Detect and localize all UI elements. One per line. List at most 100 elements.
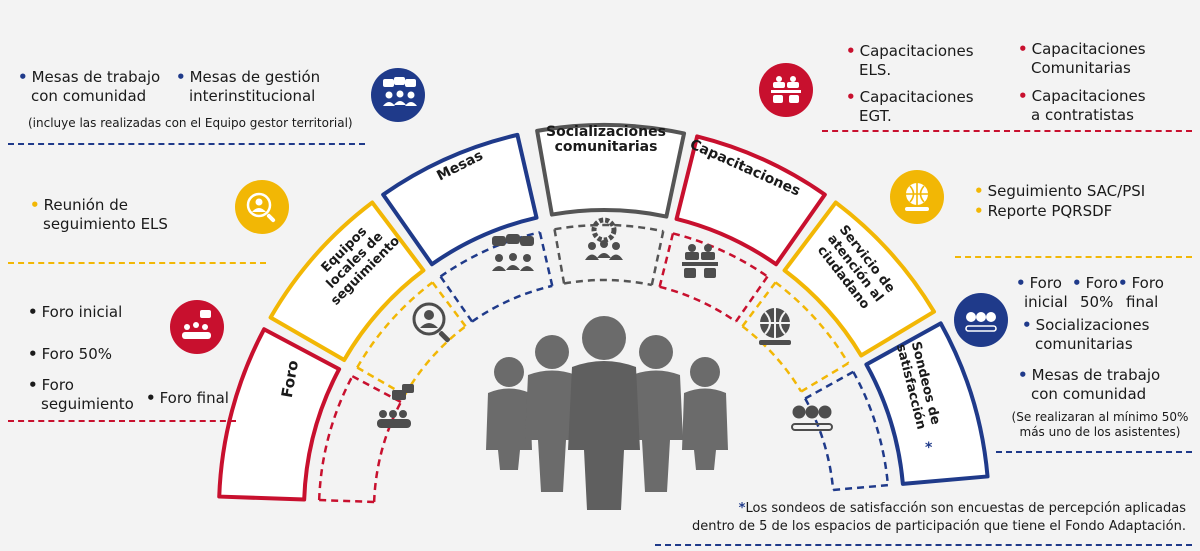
cap-item-contratistas-l2: a contratistas — [1031, 106, 1134, 124]
cap-item-els-l2: ELS. — [859, 61, 892, 79]
dashed-ring-edge-start-equipos — [431, 281, 467, 328]
inner-icon-foro — [377, 384, 414, 428]
arch-segment-equipos — [268, 200, 426, 362]
bullet: • — [1072, 274, 1082, 292]
badge-sondeos — [954, 293, 1008, 347]
sondeos-asterisk-text: * — [925, 440, 933, 456]
arch-segment-capacitaciones — [674, 134, 827, 267]
inner-icon-capacitaciones — [682, 244, 718, 278]
dashed-ring-outer-foro — [317, 375, 354, 501]
presentation-icon — [377, 384, 414, 428]
cap-item-comunitarias-l2: Comunitarias — [1031, 59, 1131, 77]
bullet: • — [1022, 316, 1032, 334]
servicio-item-sac: •Seguimiento SAC/PSI — [974, 182, 1145, 201]
servicio-item-pqrsdf: •Reporte PQRSDF — [974, 202, 1112, 221]
mesas-item-gestion-l1: Mesas de gestión — [189, 68, 321, 86]
globe-hand-icon — [905, 183, 929, 211]
sondeos-note-l2: más uno de los asistentes) — [1019, 425, 1181, 439]
inner-icon-servicio — [759, 308, 791, 345]
arch-label-socializaciones: Socializaciones comunitarias — [541, 125, 671, 155]
bullet: • — [18, 68, 28, 86]
arch-segment-socializaciones — [535, 123, 687, 219]
dashed-ring-edge-start-socializaciones — [650, 230, 665, 286]
cap-item-comunitarias: •Capacitaciones Comunitarias — [1018, 40, 1146, 78]
dashed-ring-edge-end-mesas — [439, 275, 474, 323]
sondeos-divider — [996, 451, 1192, 453]
sondeos-item-foro-50: •Foro 50% — [1072, 274, 1118, 312]
dashed-ring-outer-capacitaciones — [672, 232, 769, 278]
dashed-ring-edge-end-sondeos — [804, 370, 854, 400]
sondeos-item-foro-50-l1: Foro — [1085, 274, 1118, 292]
sondeos-item-foro-final: •Foro final — [1118, 274, 1164, 312]
foro-item-seguimiento-l1: Foro — [41, 376, 74, 394]
badge-equipos — [235, 180, 289, 234]
search-person-icon — [412, 302, 450, 343]
dashed-ring-outer-servicio — [774, 281, 850, 364]
equipos-divider — [8, 262, 266, 264]
dashed-ring-edge-start-sondeos — [833, 483, 889, 492]
sondeos-item-socializaciones-l1: Socializaciones — [1035, 316, 1150, 334]
mesas-divider — [8, 143, 365, 145]
sondeos-item-foro-final-l1: Foro — [1131, 274, 1164, 292]
footnote: *Los sondeos de satisfacción son encuest… — [692, 500, 1186, 536]
bullet: • — [1018, 366, 1028, 384]
sondeos-item-mesas-l2: con comunidad — [1031, 385, 1147, 403]
dashed-ring-edge-start-foro — [351, 375, 402, 404]
globe-hand-icon — [759, 308, 791, 345]
arch-segments — [217, 123, 990, 502]
badge-capacitaciones — [759, 63, 813, 117]
satisfaction-faces-icon — [791, 405, 833, 431]
dashed-ring-edge-end-equipos — [356, 366, 406, 397]
foro-item-seguimiento-l2: seguimiento — [41, 395, 134, 413]
cap-item-egt-l1: Capacitaciones — [859, 88, 974, 106]
bullet: • — [28, 303, 38, 321]
mesas-item-gestion: •Mesas de gestión interinstitucional — [176, 68, 320, 106]
sondeos-item-foro-50-l2: 50% — [1080, 293, 1114, 311]
cap-item-egt: •Capacitaciones EGT. — [846, 88, 974, 126]
badge-mesas — [371, 68, 425, 122]
bullet: • — [176, 68, 186, 86]
arch-segment-foro — [217, 327, 342, 502]
cap-item-contratistas: •Capacitaciones a contratistas — [1018, 87, 1146, 125]
bullet: • — [1018, 40, 1028, 58]
sondeos-item-mesas-l1: Mesas de trabajo — [1031, 366, 1161, 384]
classroom-icon — [771, 76, 801, 103]
foro-item-final: •Foro final — [146, 389, 229, 408]
foro-item-50-text: Foro 50% — [41, 345, 112, 363]
mesas-item-trabajo: •Mesas de trabajo con comunidad — [18, 68, 160, 106]
bullet: • — [30, 196, 40, 214]
cap-item-egt-l2: EGT. — [859, 107, 892, 125]
badge-servicio — [890, 170, 944, 224]
arch-segment-servicio — [782, 200, 937, 358]
mesas-note: (incluye las realizadas con el Equipo ge… — [28, 116, 353, 130]
dashed-ring-inner-mesas — [471, 284, 553, 323]
inner-icon-equipos — [412, 302, 450, 343]
chat-group-icon — [383, 77, 417, 106]
foro-item-seguimiento: •Foro seguimiento — [28, 376, 134, 414]
bullet: • — [28, 376, 38, 394]
inner-icon-sondeos — [791, 405, 833, 431]
bullet: • — [1118, 274, 1128, 292]
servicio-item-sac-text: Seguimiento SAC/PSI — [987, 182, 1146, 200]
bullet: • — [846, 88, 856, 106]
mesas-item-gestion-l2: interinstitucional — [189, 87, 316, 105]
equipos-item-reunion-l1: Reunión de — [43, 196, 128, 214]
capacitaciones-divider — [822, 130, 1192, 132]
dashed-ring-inner-equipos — [403, 325, 467, 396]
bullet: • — [1018, 87, 1028, 105]
presentation-icon — [182, 310, 211, 339]
cap-item-els: •Capacitaciones ELS. — [846, 42, 974, 80]
cap-item-contratistas-l1: Capacitaciones — [1031, 87, 1146, 105]
footnote-star: * — [738, 501, 746, 516]
dashed-ring-outer-mesas — [439, 231, 541, 278]
bullet: • — [974, 202, 984, 220]
bullet: • — [28, 345, 38, 363]
sondeos-note: (Se realizaran al mínimo 50% más uno de … — [1010, 410, 1190, 440]
bullet: • — [974, 182, 984, 200]
dashed-ring-edge-end-foro — [319, 498, 375, 504]
satisfaction-faces-icon — [965, 312, 997, 332]
foro-divider — [8, 420, 236, 422]
dashed-ring-outer-sondeos — [852, 371, 890, 486]
people-group-icon — [486, 316, 728, 510]
